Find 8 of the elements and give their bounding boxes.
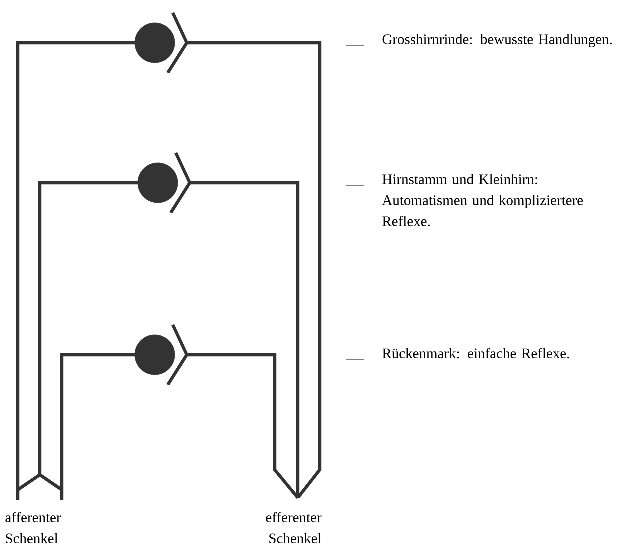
- level-label: Grosshirnrinde: bewusste Handlungen.: [382, 34, 612, 48]
- neuron-body: [134, 334, 176, 376]
- neuron-body: [138, 162, 178, 204]
- level-label: Hirnstamm und Kleinhirn: Automatismen und kompliziertere Reflexe.: [382, 174, 584, 226]
- leg-label: efferenter Schenkel: [266, 512, 322, 544]
- level-label: Rückenmark: einfache Reflexe.: [382, 348, 570, 359]
- leg-label: afferenter Schenkel: [6, 512, 62, 544]
- neuron-body: [134, 22, 176, 64]
